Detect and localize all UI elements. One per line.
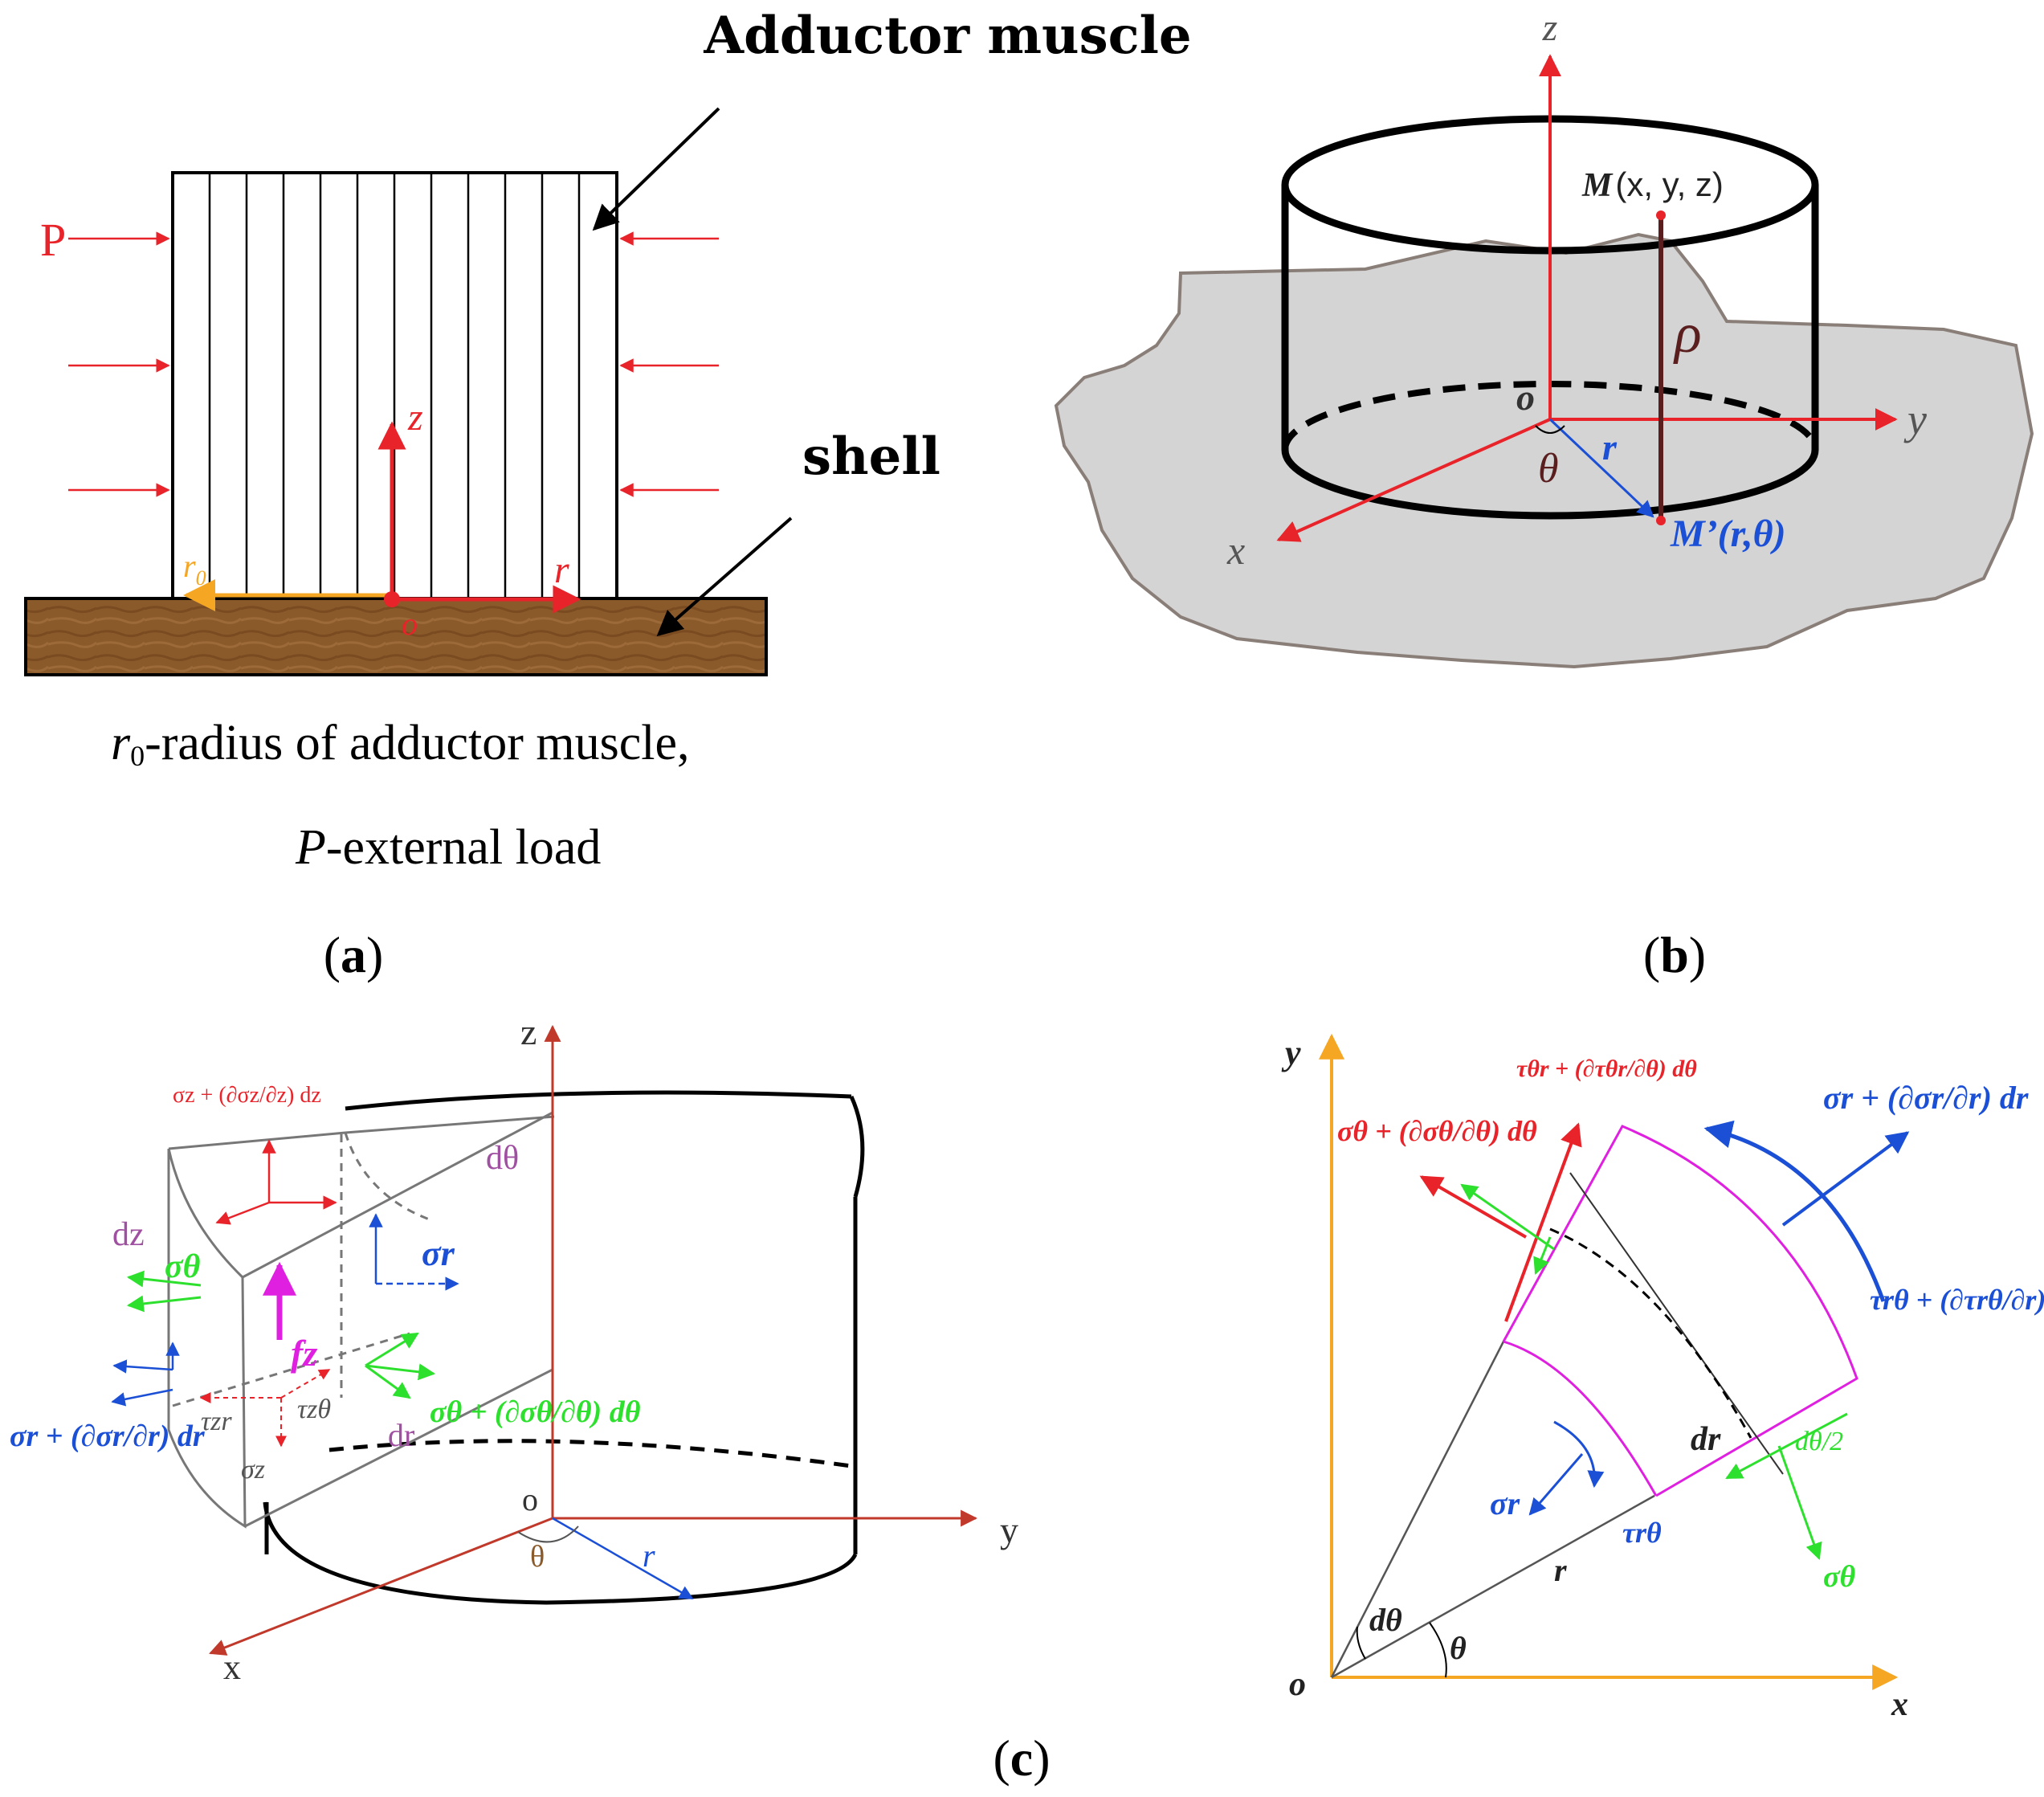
tau-theta-r-plus-label: τθr + (∂τθr/∂θ) dθ (1516, 1056, 1697, 1082)
sigma-theta-arrows (126, 1270, 436, 1399)
theta-label: θ (1538, 446, 1559, 492)
element-outline (1502, 1125, 1858, 1497)
ray-upper (1330, 1341, 1505, 1678)
sigma-r-label: σr (422, 1234, 455, 1273)
theta-arc (517, 1525, 579, 1543)
sigma-theta-plus-label: σθ + (∂σθ/∂θ) dθ (1337, 1115, 1537, 1147)
theta-arc (1535, 425, 1565, 434)
dr-label: dr (388, 1417, 414, 1453)
tau-rtheta-label: τrθ (1622, 1517, 1662, 1549)
panel-c-label: (c) (993, 1730, 1050, 1787)
theta-arc (1429, 1622, 1447, 1678)
origin-label: o (1289, 1666, 1306, 1703)
cylinder-top-right (849, 1095, 865, 1198)
point-Mprime-dot (1656, 516, 1666, 525)
cylinder-bottom-back (328, 1439, 852, 1468)
theta-label: θ (530, 1540, 545, 1574)
sigma-r-label: σr (1490, 1485, 1520, 1521)
origin-label: o (1516, 377, 1535, 418)
axis-x-arrow (209, 1517, 553, 1656)
sigma-r-arrow (1528, 1453, 1584, 1516)
mid-arc (1549, 1227, 1752, 1439)
origin-label: o (402, 606, 418, 642)
sigma-r-plus-label: σr + (∂σr/∂r) dr (10, 1419, 206, 1453)
axis-z-label: z (520, 1011, 536, 1052)
shell-title: shell (802, 427, 940, 487)
shell-base (24, 597, 768, 676)
axis-r-label: r (554, 549, 569, 591)
shell-leader-arrow (656, 517, 793, 637)
dtheta-arc (1356, 1626, 1366, 1660)
axis-z-label: z (1542, 6, 1558, 49)
r-label: r (1554, 1552, 1567, 1588)
origin-label: o (522, 1481, 538, 1517)
top-face-arrows (1419, 1122, 1582, 1322)
axis-y-label: y (1281, 1033, 1301, 1072)
sigma-z-plus-label: σz + (∂σz/∂z) dz (173, 1083, 321, 1108)
sigma-theta-label: σθ (165, 1248, 201, 1285)
axis-z-label: z (407, 396, 423, 439)
theta-label: θ (1450, 1630, 1467, 1666)
radius-r-label: r (643, 1538, 655, 1574)
panel-a-label: (a) (324, 926, 384, 983)
tau-ztheta-label: τzθ (297, 1395, 331, 1424)
sigma-theta-plus-label: σθ + (∂σθ/∂θ) dθ (430, 1395, 641, 1429)
radius-r-label: r (1602, 427, 1618, 468)
axis-x-label: x (1891, 1686, 1908, 1723)
adductor-muscle-title: Adductor muscle (703, 6, 1191, 66)
dtheta-half-label: dθ/2 (1795, 1427, 1843, 1456)
axis-y-label: y (1000, 1509, 1018, 1550)
sigma-r-plus-label: σr + (∂σr/∂r) dr (1823, 1080, 2029, 1116)
panel-b: z y x o M(x, y, z) ρ θ r M’(r,θ) (b) (1054, 6, 2034, 983)
tangent-line (1569, 1172, 1784, 1475)
load-arrows (68, 231, 719, 497)
point-Mprime-label: M’(r,θ) (1670, 513, 1786, 555)
ground-surface (1054, 232, 2034, 669)
dtheta-label: dθ (486, 1140, 519, 1177)
muscle-fibers (208, 173, 581, 598)
axis-y-label: y (1903, 395, 1927, 443)
sigma-z-label: σz (241, 1455, 265, 1485)
sigma-z-plus-arrows (215, 1139, 337, 1225)
panel-b-label: (b) (1643, 926, 1706, 983)
cylinder-top-arc (345, 1090, 852, 1111)
sigma-theta-label: σθ (1823, 1560, 1855, 1594)
sigma-r-curve (1553, 1420, 1605, 1489)
panel-a: Adductor muscle shell P (24, 6, 1192, 983)
panel-c-left: z y x o θ r dθ dz dr σz + (∂σz/∂z) dz fz… (10, 1011, 1018, 1687)
axis-r0-label: r0 (183, 548, 206, 590)
panel-c-right: y x o dθ θ r dr dθ/2 σr τrθ σθ τθr + (∂τ… (1281, 1033, 2044, 1723)
outer-face-arrows (1703, 1120, 1910, 1302)
fz-label: fz (291, 1333, 317, 1374)
rho-label: ρ (1673, 303, 1702, 365)
adductor-leader-arrow (592, 107, 720, 231)
cylinder-bottom-front (1281, 449, 1819, 520)
sigma-r-arrows (111, 1213, 459, 1407)
tau-rtheta-plus-label: τrθ + (∂τrθ/∂r) dr (1870, 1284, 2044, 1316)
dr-label: dr (1691, 1421, 1721, 1458)
point-M-dot (1656, 210, 1666, 220)
dtheta-label: dθ (1369, 1602, 1402, 1638)
radius-r-arrow (552, 1517, 694, 1600)
sigma-theta-arrow (1777, 1445, 1822, 1560)
tau-zr-label: τzr (201, 1407, 232, 1436)
dz-label: dz (112, 1216, 145, 1253)
radius-r-arrow (1548, 418, 1654, 518)
origin-dot (384, 591, 400, 607)
point-M-label: M(x, y, z) (1581, 165, 1724, 204)
shear-arrows (199, 1369, 331, 1448)
tau-rtheta-arrow (1725, 1412, 1848, 1480)
axis-x-label: x (1226, 528, 1245, 573)
axis-x-label: x (223, 1648, 241, 1687)
caption-r0: r0-radius of adductor muscle, (111, 716, 689, 772)
axis-x-arrow (1276, 418, 1551, 542)
caption-P: P-external load (295, 820, 601, 875)
ray-lower (1331, 1494, 1655, 1679)
load-P-label: P (40, 214, 66, 266)
cylinder-bottom-front (263, 1501, 858, 1605)
